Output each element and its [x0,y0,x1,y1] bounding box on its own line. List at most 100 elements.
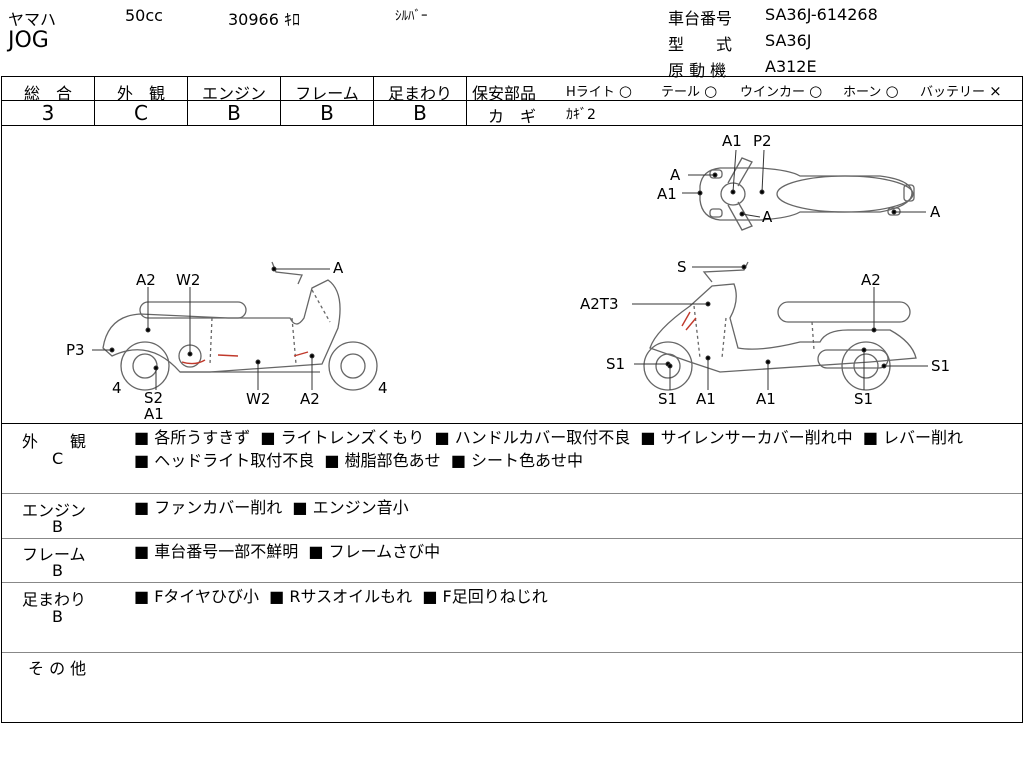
displacement: 50cc [125,6,163,25]
diagram-label: A2 [861,271,881,289]
diagram-label: A1 [144,405,164,422]
divider-grades [2,125,1022,126]
note-item: ■ エンジン音小 [292,498,409,517]
grade-engine-label: エンジン [201,84,266,103]
engine-value: A312E [765,57,817,76]
diagram-label: A2 [300,390,320,408]
grade-overall-label: 総 合 [23,84,72,103]
note-item: ■ ファンカバー削れ [134,498,283,517]
section-other-label: そ の 他 [28,659,87,678]
safety-winker: ウインカー ○ [740,81,822,100]
scooter-right-view [643,261,917,391]
key-value: ｶｷﾞ2 [566,107,596,123]
divider-exterior [2,493,1022,494]
divider-diagram [2,423,1022,424]
divider-suspension [2,652,1022,653]
note-item: ■ ヘッドライト取付不良 [134,451,315,470]
diagram-label: S [677,258,687,276]
divider-frame [2,582,1022,583]
type-value: SA36J [765,31,812,50]
section-suspension-notes: ■ Fタイヤひび小 ■ Rサスオイルもれ ■ F足回りねじれ [134,585,548,608]
safety-item-name: バッテリー [920,85,986,100]
grade-frame-value: B [320,101,334,125]
damage-marks-right [681,311,697,331]
note-item: ■ 樹脂部色あせ [324,451,441,470]
safety-item-mark: ○ [885,82,899,100]
note-item: ■ フレームさび中 [308,542,441,561]
section-suspension-grade: B [52,607,63,626]
section-engine-grade: B [52,517,63,536]
divider-engine [2,538,1022,539]
section-engine-label: エンジン [22,501,87,520]
diagram-label: A1 [696,390,716,408]
maker: ヤマハ [8,10,57,29]
note-item: ■ Rサスオイルもれ [269,587,413,606]
frame-no-label: 車台番号 [668,9,733,28]
diagram-label: A [762,208,773,226]
safety-item-mark: × [989,82,1002,100]
damage-marks-left [181,351,309,365]
diagram-label: A1 [722,132,742,150]
grade-exterior-label: 外 観 [116,84,165,103]
diagram-label: P3 [66,341,85,359]
diagram-label: 4 [378,379,388,397]
safety-label: 保安部品 [472,84,537,103]
note-item: ■ 車台番号一部不鮮明 [134,542,299,561]
diagram-label: A [333,259,344,277]
diagram-label: A [930,203,941,221]
engine-label: 原 動 機 [668,61,727,80]
section-suspension-label: 足まわり [22,590,87,609]
grade-col-divider [373,77,374,125]
diagram-label: S1 [854,390,873,408]
safety-item-mark: ○ [704,82,718,100]
grade-col-divider [280,77,281,125]
section-exterior-label: 外 観 [22,432,87,451]
color: ｼﾙﾊﾞｰ [395,9,428,24]
note-item: ■ ハンドルカバー取付不良 [434,428,631,447]
grade-col-divider [187,77,188,125]
section-frame-notes: ■ 車台番号一部不鮮明 ■ フレームさび中 [134,540,440,563]
diagram-label: A2T3 [580,295,619,313]
diagram-label: S1 [658,390,677,408]
grade-exterior-value: C [134,101,148,125]
safety-item-mark: ○ [809,82,823,100]
sheet-frame [1,76,1023,723]
grade-row-divider [2,100,466,101]
diagram-label: A1 [657,185,677,203]
safety-item-name: Hライト [566,85,615,100]
key-label: カ ギ [488,107,537,126]
note-item: ■ サイレンサーカバー削れ中 [640,428,853,447]
diagram-label: W2 [246,390,270,408]
section-exterior-grade: C [52,449,64,468]
diagram-label: A [670,166,681,184]
note-item: ■ シート色あせ中 [450,451,584,470]
diagram-label: A1 [756,390,776,408]
grade-col-divider [466,77,467,125]
type-label: 型 式 [668,35,733,54]
model-name: JOG [8,28,49,53]
note-item: ■ ライトレンズくもり [260,428,425,447]
scooter-top-view [699,157,915,231]
safety-headlight: Hライト ○ [566,81,632,100]
safety-item-name: ホーン [843,85,882,100]
section-frame-label: フレーム [22,545,86,564]
diagram-label: A2 [136,271,156,289]
section-exterior-notes: ■ 各所うすきず ■ ライトレンズくもり ■ ハンドルカバー取付不良 ■ サイレ… [134,426,1014,472]
diagram-label: S2 [144,389,163,407]
grade-suspension-value: B [413,101,427,125]
diagram-label: P2 [753,132,772,150]
section-frame-grade: B [52,561,63,580]
grade-col-divider [94,77,95,125]
diagram-label: S1 [606,355,625,373]
note-item: ■ F足回りねじれ [422,587,548,606]
grade-engine-value: B [227,101,241,125]
safety-row-divider [467,100,1022,101]
diagram-label: S1 [931,357,950,375]
grade-frame-label: フレーム [295,84,359,103]
grade-suspension-label: 足まわり [387,84,452,103]
frame-no: SA36J-614268 [765,5,878,24]
safety-item-mark: ○ [618,82,633,100]
section-engine-notes: ■ ファンカバー削れ ■ エンジン音小 [134,496,409,519]
safety-item-name: テール [661,85,701,100]
safety-battery: バッテリー × [920,81,1002,100]
